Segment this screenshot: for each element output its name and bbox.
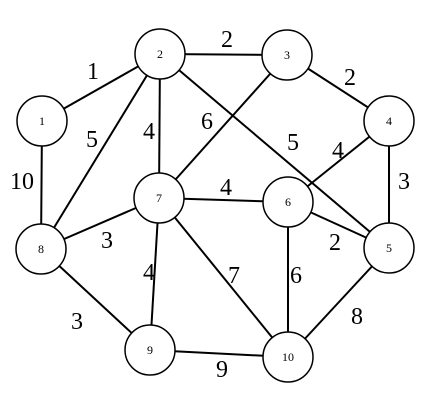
node-label-1: 1 <box>39 114 45 128</box>
edge-weight-4-6: 4 <box>332 138 344 164</box>
edge-weight-3-4: 2 <box>344 65 356 91</box>
node-label-6: 6 <box>285 195 291 209</box>
edge-7-10 <box>158 197 289 358</box>
edge-weight-6-10: 6 <box>290 263 302 289</box>
edge-weight-7-6: 4 <box>220 175 232 201</box>
node-9: 9 <box>124 324 176 376</box>
edge-weight-1-2: 1 <box>87 59 99 85</box>
node-4: 4 <box>363 95 415 147</box>
nodes-layer: 1 2 3 4 5 6 7 8 9 10 <box>15 28 415 383</box>
node-circle-4 <box>363 95 415 147</box>
node-circle-8 <box>15 223 67 275</box>
edge-weight-2-5: 5 <box>287 130 299 156</box>
edges-layer <box>40 53 390 358</box>
node-circle-1 <box>16 95 68 147</box>
node-2: 2 <box>134 28 186 80</box>
node-label-8: 8 <box>38 242 44 256</box>
node-3: 3 <box>261 29 313 81</box>
node-label-9: 9 <box>147 343 153 357</box>
node-circle-10 <box>262 331 314 383</box>
node-label-2: 2 <box>157 47 163 61</box>
node-circle-2 <box>134 28 186 80</box>
edge-weights-layer: 1 10 2 4 5 5 2 6 4 3 2 4 3 4 7 6 8 3 9 <box>10 27 410 383</box>
edge-weight-3-7: 6 <box>201 109 213 135</box>
edge-2-8 <box>40 53 161 250</box>
edge-weight-8-9: 3 <box>71 309 83 335</box>
edge-3-7 <box>158 54 288 199</box>
edge-weight-4-5: 3 <box>398 169 410 195</box>
node-7: 7 <box>133 172 185 224</box>
node-1: 1 <box>16 95 68 147</box>
node-circle-6 <box>262 176 314 228</box>
node-label-4: 4 <box>386 114 392 128</box>
node-circle-5 <box>363 222 415 274</box>
edge-weight-2-3: 2 <box>221 27 233 53</box>
node-6: 6 <box>262 176 314 228</box>
node-label-3: 3 <box>284 48 290 62</box>
edge-weight-9-10: 9 <box>216 357 228 383</box>
edge-weight-6-5: 2 <box>329 230 341 256</box>
edge-weight-5-10: 8 <box>351 304 363 330</box>
edge-weight-1-8: 10 <box>10 169 34 195</box>
node-circle-3 <box>261 29 313 81</box>
node-circle-9 <box>124 324 176 376</box>
node-8: 8 <box>15 223 67 275</box>
edge-weight-2-7: 4 <box>143 119 155 145</box>
node-label-10: 10 <box>282 350 294 364</box>
edge-weight-7-8: 3 <box>101 228 113 254</box>
node-5: 5 <box>363 222 415 274</box>
edge-weight-2-8: 5 <box>86 127 98 153</box>
edge-weight-7-9: 4 <box>143 260 155 286</box>
node-circle-7 <box>133 172 185 224</box>
edge-weight-7-10: 7 <box>228 263 240 289</box>
edge-2-5 <box>159 53 390 249</box>
node-label-7: 7 <box>156 191 162 205</box>
node-label-5: 5 <box>386 241 392 255</box>
node-10: 10 <box>262 331 314 383</box>
